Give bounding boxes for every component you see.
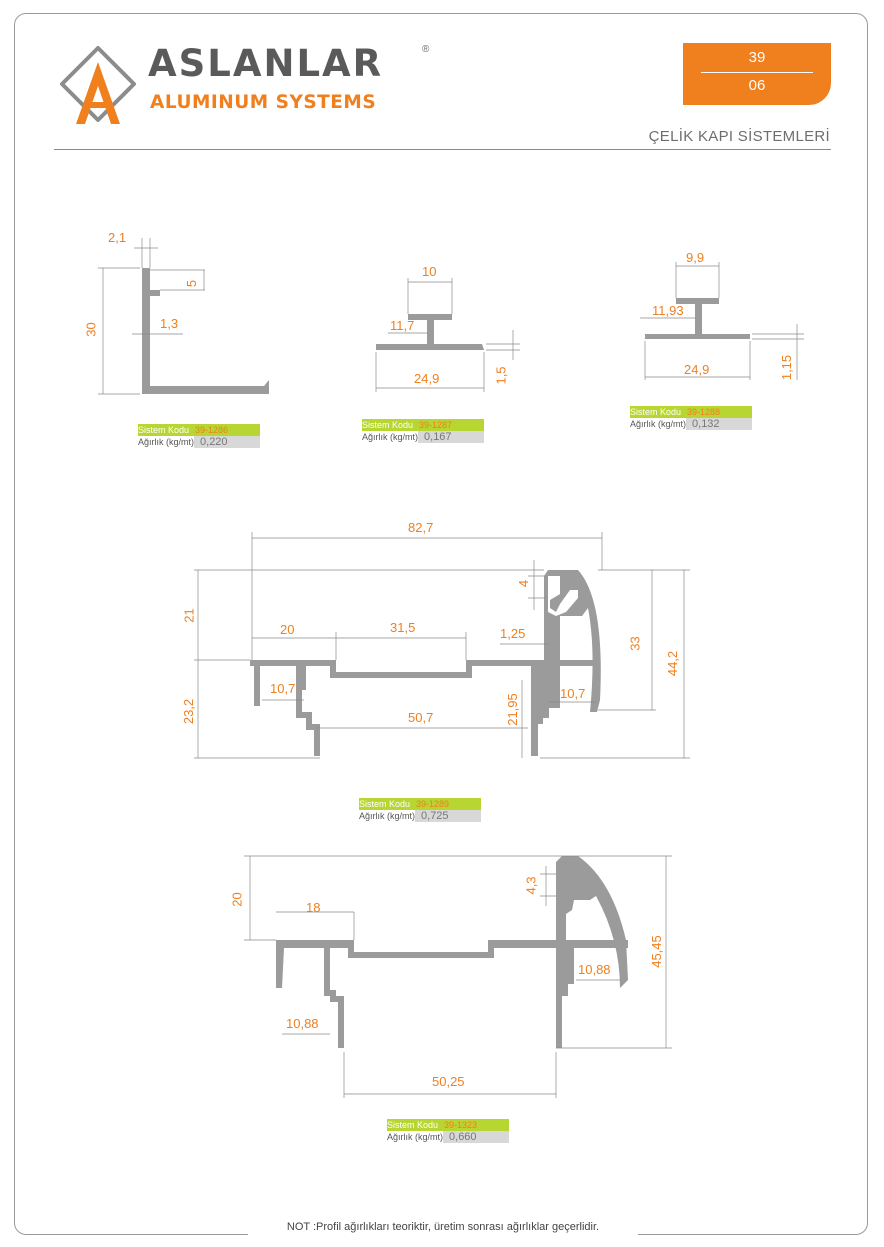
weight-value: 0,725 (415, 810, 482, 822)
brand-subtitle: ALUMINUM SYSTEMS (150, 92, 377, 113)
dim-text: 33 (627, 636, 643, 651)
dim-text: 2,1 (108, 230, 127, 245)
dim-text: 21,95 (504, 693, 520, 726)
dim-text: 20 (280, 622, 295, 637)
dim-text: 23,2 (181, 698, 197, 725)
dim-text: 10 (422, 264, 437, 279)
profile-39-1323-shape (276, 856, 628, 1048)
registered-mark: ® (422, 44, 430, 55)
badge-top-number: 39 (748, 49, 766, 66)
weight-value: 0,132 (686, 418, 753, 430)
dimension-lines (98, 238, 804, 1098)
dim-text: 44,2 (665, 650, 681, 677)
dim-text: 45,45 (648, 935, 664, 968)
dim-text: 31,5 (390, 620, 416, 635)
logo-mark-icon (60, 46, 136, 124)
dim-text: 50,7 (408, 710, 434, 725)
dim-text: 50,25 (432, 1074, 465, 1089)
profile-39-1288-shape (645, 298, 750, 339)
brand-name: ASLANLAR (148, 42, 384, 85)
badge-divider (701, 72, 813, 73)
dim-text: 20 (229, 892, 245, 907)
profile-label-39-1288: Sistem Kodu 39-1288 Ağırlık (kg/mt)0,132 (630, 406, 753, 430)
dim-text: 21 (181, 608, 197, 623)
code-value: 39-1286 (195, 425, 229, 435)
code-label: Sistem Kodu (359, 799, 411, 809)
code-label: Sistem Kodu (138, 425, 190, 435)
badge-bottom-number: 06 (748, 77, 766, 94)
weight-value: 0,660 (443, 1131, 510, 1143)
profile-39-1289-hook (548, 576, 578, 616)
dim-text: 10,88 (578, 962, 611, 977)
company-logo: ASLANLAR ® ALUMINUM SYSTEMS (58, 42, 438, 130)
dim-text: 11,93 (652, 303, 684, 318)
dim-text: 18 (306, 900, 321, 915)
dim-text: 4 (516, 579, 532, 588)
code-value: 39-1289 (416, 799, 450, 809)
dim-text: 10,7 (560, 686, 586, 701)
profile-label-39-1287: Sistem Kodu 39-1287 Ağırlık (kg/mt)0,167 (362, 419, 485, 443)
profile-label-39-1323: Sistem Kodu 39-1323 Ağırlık (kg/mt)0,660 (387, 1119, 510, 1143)
dim-text: 82,7 (408, 520, 434, 535)
profile-39-1286-lip (142, 268, 160, 296)
profile-label-39-1289: Sistem Kodu 39-1289 Ağırlık (kg/mt)0,725 (359, 798, 482, 822)
code-value: 39-1323 (444, 1120, 478, 1130)
dim-text: 24,9 (414, 371, 440, 386)
dim-text: 11,7 (390, 318, 415, 333)
weight-value: 0,220 (194, 436, 261, 448)
weight-value: 0,167 (418, 431, 485, 443)
header-rule (54, 149, 831, 150)
footer-note: NOT :Profil ağırlıkları teoriktir, üreti… (248, 1212, 638, 1238)
code-label: Sistem Kodu (630, 407, 682, 417)
dim-text: 1,5 (493, 366, 509, 385)
code-value: 39-1288 (687, 407, 721, 417)
weight-label: Ağırlık (kg/mt) (359, 811, 416, 821)
dim-text: 10,7 (270, 681, 296, 696)
weight-label: Ağırlık (kg/mt) (138, 437, 195, 447)
weight-label: Ağırlık (kg/mt) (630, 419, 687, 429)
weight-label: Ağırlık (kg/mt) (362, 432, 419, 442)
section-title: ÇELİK KAPI SİSTEMLERİ (648, 128, 830, 145)
profile-39-1289-shape (250, 570, 601, 756)
dim-text: 1,25 (500, 626, 526, 641)
dim-text: 24,9 (684, 362, 710, 377)
profile-39-1287-shape (376, 314, 484, 350)
code-value: 39-1287 (419, 420, 453, 430)
dim-text: 9,9 (686, 250, 705, 265)
code-label: Sistem Kodu (362, 420, 414, 430)
dim-text: 5 (184, 279, 200, 288)
dim-text: 10,88 (286, 1016, 319, 1031)
dim-text: 4,3 (523, 876, 539, 895)
dim-text: 30 (83, 322, 99, 337)
dim-text: 1,3 (160, 316, 179, 331)
dim-text: 1,15 (779, 354, 795, 381)
weight-label: Ağırlık (kg/mt) (387, 1132, 444, 1142)
profile-label-39-1286: Sistem Kodu 39-1286 Ağırlık (kg/mt)0,220 (138, 424, 261, 448)
code-label: Sistem Kodu (387, 1120, 439, 1130)
page-number-badge: 39 06 (683, 43, 831, 105)
